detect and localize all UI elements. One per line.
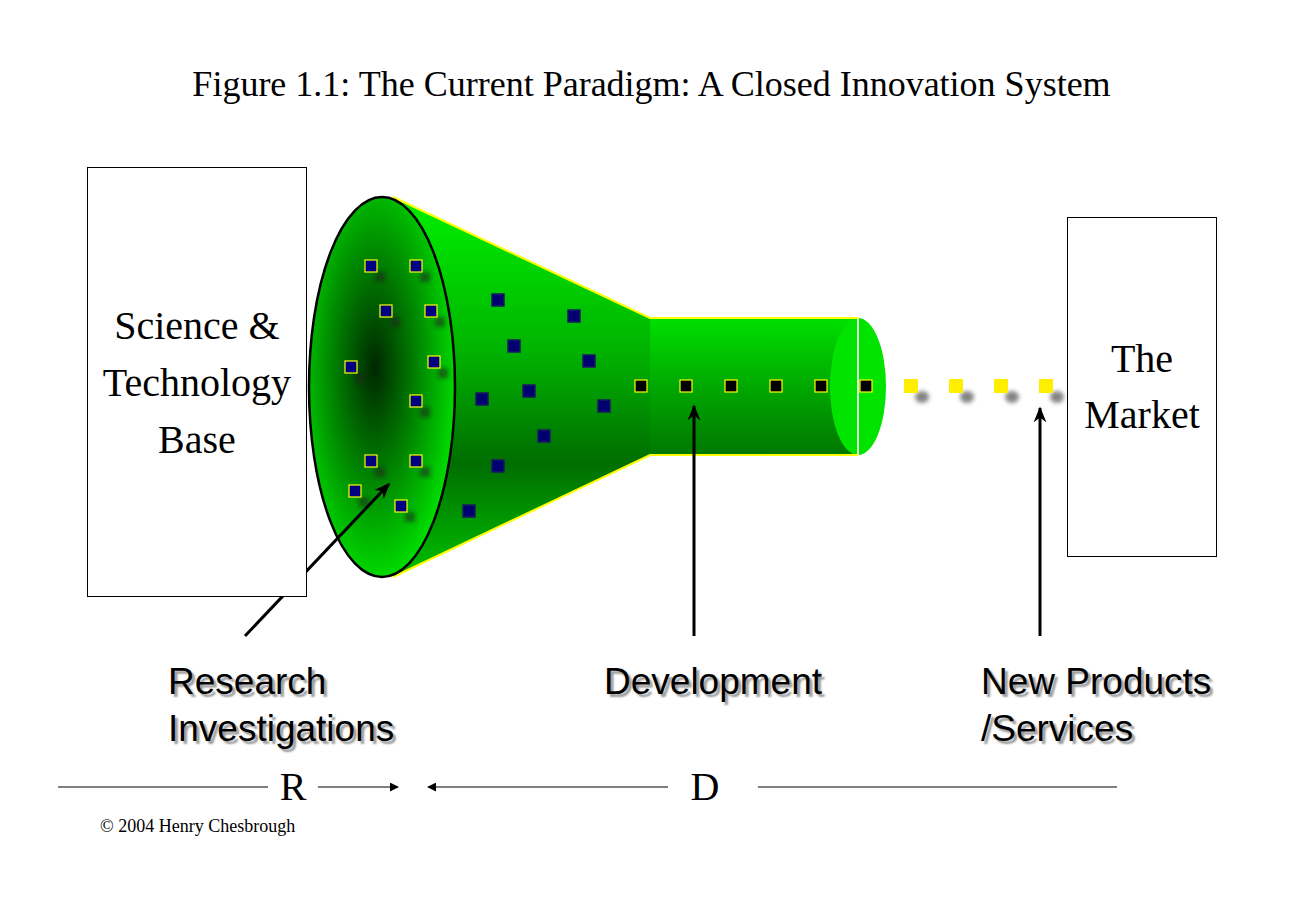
idea-square [538,430,550,442]
span-line [58,787,268,788]
product-square [904,379,918,393]
node-text-block: The Market [1084,331,1200,443]
tube-edge [857,318,859,455]
idea-square [345,361,357,373]
idea-square [349,485,361,497]
idea-square [492,460,504,472]
idea-square [425,305,437,317]
funnel-outline [393,455,858,577]
project-square [770,380,782,392]
idea-square [395,500,407,512]
span-arrow [428,786,668,787]
span-letter: D [691,765,720,809]
idea-square [410,260,422,272]
project-square [680,380,692,392]
figure-title: Figure 1.1: The Current Paradigm: A Clos… [0,62,1303,106]
idea-shadow [375,272,385,282]
funnel-mouth [309,197,455,577]
stage-label: Research Investigations [168,658,430,752]
idea-square [365,260,377,272]
idea-square [508,340,520,352]
idea-square [410,395,422,407]
stage-label: New Products /Services [981,658,1243,752]
new-products [904,379,1053,393]
leader-arrow [693,406,696,636]
product-square [994,379,1008,393]
source-box: Science & Technology Base [87,167,307,597]
idea-square [523,385,535,397]
market-box: The Market [1067,217,1217,557]
idea-square [583,355,595,367]
idea-square [492,294,504,306]
idea-square [568,310,580,322]
idea-shadow [355,373,365,383]
development-projects [635,380,872,392]
idea-shadow [390,317,400,327]
cone-ideas [463,294,610,517]
idea-shadows [355,272,448,522]
idea-shadow [405,512,415,522]
leader-arrow [1039,408,1042,636]
idea-square [476,393,488,405]
idea-square [463,505,475,517]
idea-square [380,305,392,317]
span-arrow [318,786,398,787]
idea-square [428,356,440,368]
project-square [635,380,647,392]
span-letter: R [280,765,307,809]
idea-square [410,455,422,467]
idea-shadow [438,368,448,378]
research-ideas [345,260,440,512]
funnel-outline [393,197,858,318]
stage-label: Development [604,658,864,705]
project-square [860,380,872,392]
idea-shadow [420,407,430,417]
idea-shadow [420,272,430,282]
funnel-tube [650,318,858,455]
node-label: The Market [1084,331,1200,443]
node-label: Science & Technology Base [103,297,291,468]
idea-shadow [375,467,385,477]
project-square [725,380,737,392]
copyright-note: © 2004 Henry Chesbrough [100,815,295,837]
funnel-outlet [830,318,886,455]
span-line [758,787,1117,788]
project-square [815,380,827,392]
idea-shadow [435,317,445,327]
idea-square [598,400,610,412]
product-square [1039,379,1053,393]
product-square [949,379,963,393]
idea-shadow [420,467,430,477]
node-text-block: Science & Technology Base [103,297,291,468]
idea-square [365,455,377,467]
